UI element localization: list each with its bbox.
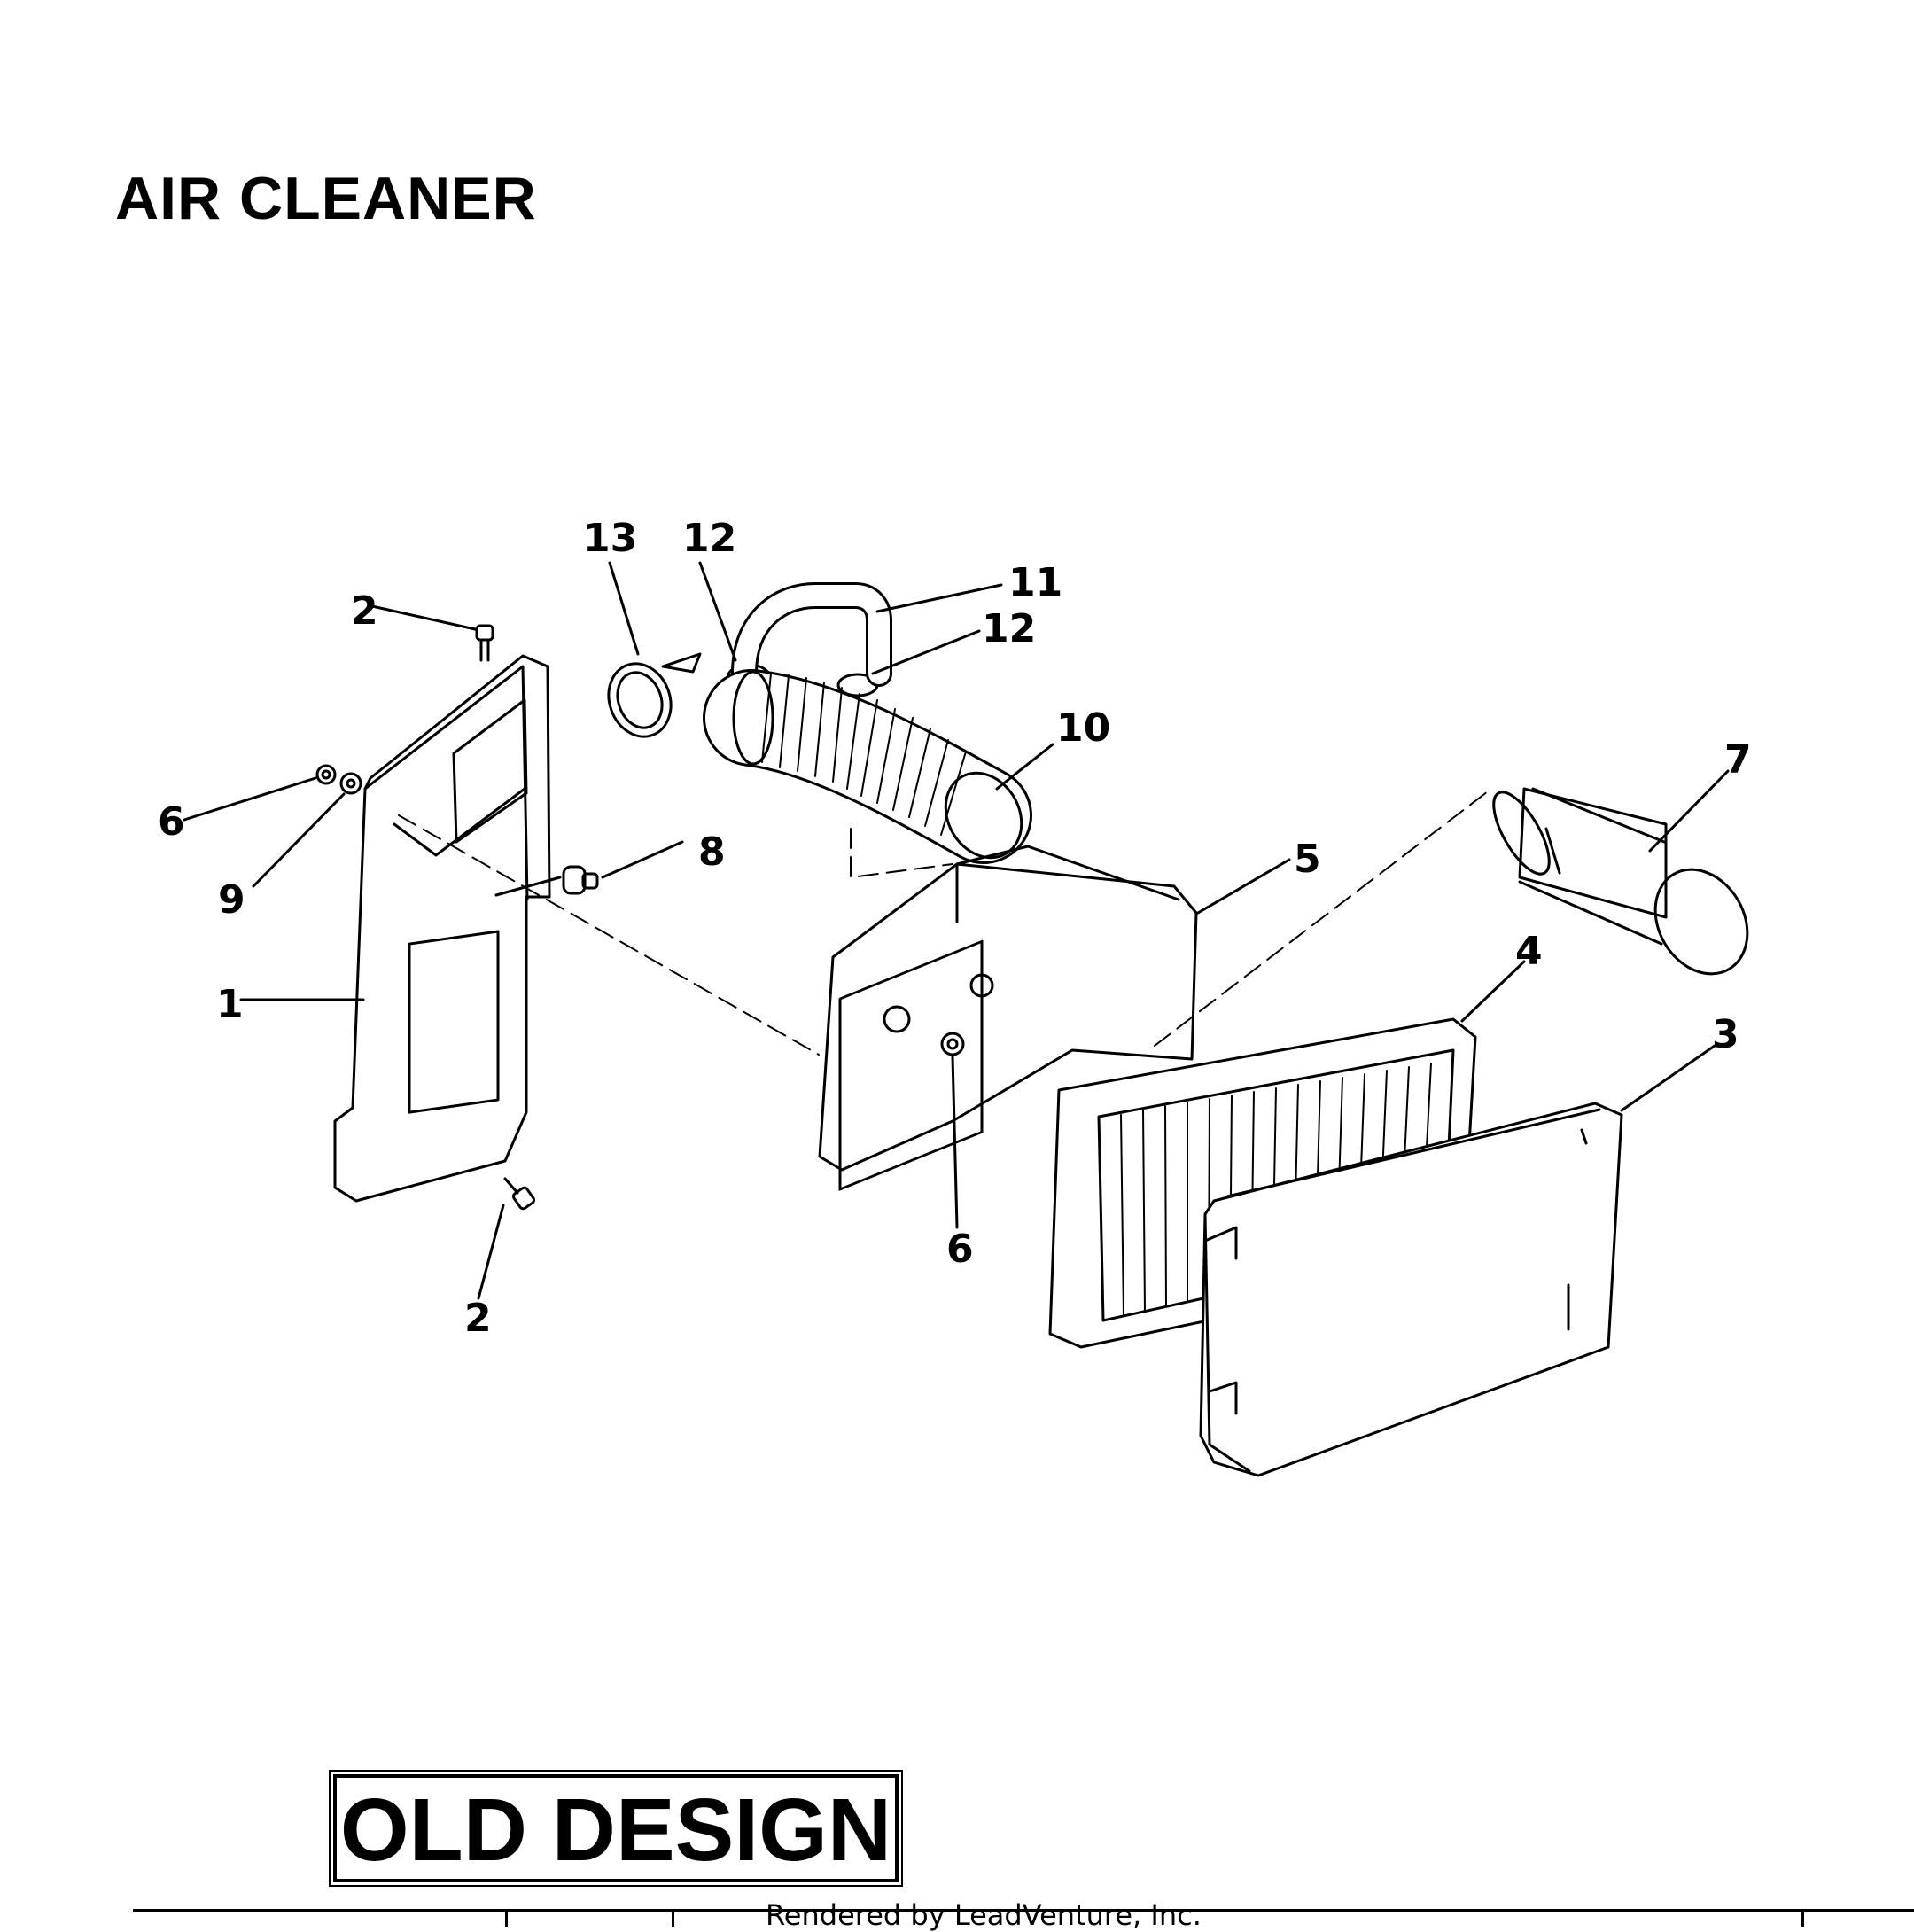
nut-part-6-left — [315, 764, 337, 785]
callout-7: 7 — [1724, 737, 1752, 783]
callout-12-right: 12 — [982, 606, 1036, 651]
footer-table-divider — [505, 1909, 508, 1927]
callout-6-center: 6 — [946, 1227, 974, 1272]
callout-2-bottom: 2 — [464, 1296, 492, 1341]
callout-leader-lines — [183, 561, 1730, 1300]
callout-6-left: 6 — [158, 799, 185, 845]
pre-cleaner-part-7 — [1492, 787, 1749, 976]
callout-labels: 13 12 11 12 2 10 7 6 8 5 9 4 1 3 6 2 — [158, 516, 1752, 1341]
washer-part-9 — [339, 772, 362, 795]
footer-table-edge — [133, 1909, 1914, 1929]
callout-1: 1 — [216, 982, 244, 1027]
callout-4: 4 — [1515, 929, 1543, 974]
callout-8: 8 — [698, 830, 726, 875]
callout-3: 3 — [1712, 1012, 1739, 1057]
footer-table-divider — [1801, 1909, 1804, 1927]
stud-part-8 — [494, 865, 599, 897]
design-badge: OLD DESIGN — [329, 1770, 903, 1887]
screw-part-2-top — [475, 624, 494, 662]
screw-part-2-bottom — [503, 1177, 536, 1211]
breather-tube-part-11 — [731, 582, 892, 687]
cover-part-3 — [1199, 1102, 1623, 1477]
callout-13: 13 — [583, 516, 637, 561]
callout-2-top: 2 — [351, 588, 378, 634]
callout-9: 9 — [218, 877, 245, 923]
callout-5: 5 — [1294, 837, 1321, 882]
flexible-hose-part-10 — [703, 669, 1032, 864]
air-cleaner-base-part-5 — [818, 845, 1198, 1191]
hose-clamp-part-13 — [607, 652, 702, 738]
nut-part-6-center — [940, 1032, 965, 1056]
assembly-guide-lines — [398, 788, 1492, 1056]
footer-table-divider — [672, 1909, 674, 1927]
callout-11: 11 — [1008, 560, 1062, 605]
callout-12-top-left: 12 — [682, 516, 736, 561]
callout-10: 10 — [1056, 705, 1110, 751]
page-title: AIR CLEANER — [115, 165, 537, 232]
mounting-bracket-part-1 — [333, 654, 551, 1203]
design-label: OLD DESIGN — [339, 1780, 892, 1880]
